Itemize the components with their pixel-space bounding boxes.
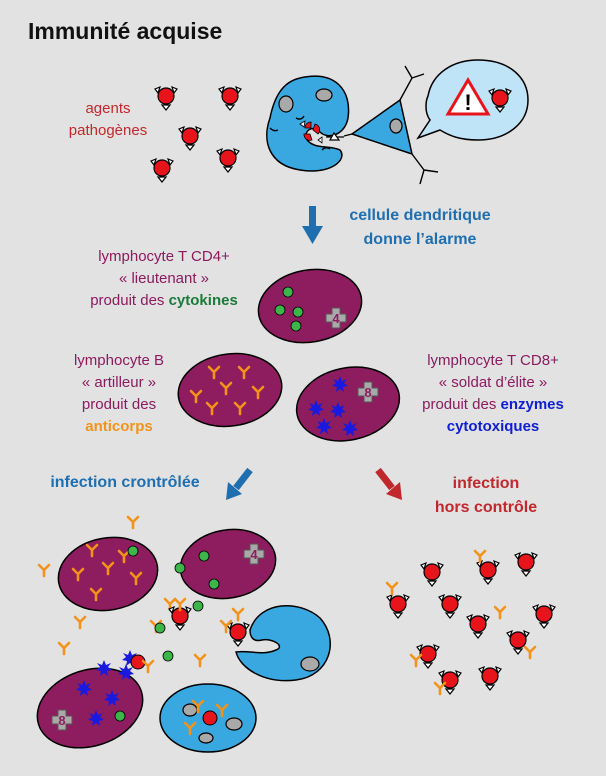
arrow-uncontrolled-icon bbox=[375, 467, 402, 500]
dendritic-cell-icon bbox=[343, 65, 439, 185]
pathogen-icon bbox=[478, 666, 502, 691]
cd8-lymphocyte-icon: 8 bbox=[295, 366, 401, 442]
cytokines-label: cytokines bbox=[168, 292, 238, 309]
pathogens-line1: agents bbox=[85, 100, 131, 117]
cytotoxiques-label: cytotoxiques bbox=[446, 418, 540, 435]
bcell-line1: lymphocyte B bbox=[73, 352, 165, 369]
pathogen-icon bbox=[532, 604, 556, 629]
pathogen-icon bbox=[150, 158, 174, 183]
cd4-label: lymphocyte T CD4+ « lieutenant » produit… bbox=[66, 246, 262, 312]
pathogen-icon bbox=[386, 594, 410, 619]
dendritic-label: cellule dendritique donne l’alarme bbox=[330, 204, 510, 252]
pathogen-icon bbox=[506, 630, 530, 655]
cd4-line2: « lieutenant » bbox=[118, 270, 210, 287]
cd4-lymphocyte-icon: 4 bbox=[257, 268, 363, 344]
b-lymphocyte-icon bbox=[177, 352, 283, 428]
arrow-down-icon bbox=[302, 206, 323, 244]
cd4-badge: 4 bbox=[332, 311, 340, 326]
svg-text:4: 4 bbox=[250, 547, 258, 562]
uncontrolled-infection-scene bbox=[385, 549, 556, 696]
dendritic-line1: cellule dendritique bbox=[349, 207, 491, 224]
bcell-label: lymphocyte B « artilleur » produit des a… bbox=[54, 350, 184, 438]
pathogens-label: agents pathogènes bbox=[60, 98, 156, 142]
pathogen-icon bbox=[154, 86, 178, 111]
pathogen-icon bbox=[466, 614, 490, 639]
page-title: Immunité acquise bbox=[28, 18, 223, 44]
pathogen-group bbox=[150, 86, 242, 183]
alarm-bubble: ! bbox=[416, 59, 529, 141]
warning-symbol: ! bbox=[464, 90, 471, 115]
anticorps-label: anticorps bbox=[85, 418, 153, 435]
uncontrolled-line2: hors contrôle bbox=[434, 499, 538, 516]
dendritic-line2: donne l’alarme bbox=[363, 231, 477, 248]
pathogens-line2: pathogènes bbox=[68, 122, 148, 139]
pathogen-icon bbox=[476, 560, 500, 585]
uncontrolled-line1: infection bbox=[452, 475, 520, 492]
enzymes-label: enzymes bbox=[500, 396, 564, 413]
controlled-label: infection crontrôlée bbox=[50, 474, 200, 491]
bcell-line2: « artilleur » bbox=[81, 374, 157, 391]
cd8-label: lymphocyte T CD8+ « soldat d’élite » pro… bbox=[398, 350, 588, 438]
arrow-controlled-icon bbox=[226, 467, 253, 500]
svg-text:8: 8 bbox=[58, 713, 65, 728]
pathogen-icon bbox=[438, 594, 462, 619]
cd8-line2: « soldat d’élite » bbox=[438, 374, 548, 391]
uncontrolled-label: infection hors contrôle bbox=[418, 472, 554, 520]
bcell-line3: produit des bbox=[81, 396, 157, 413]
cd8-badge: 8 bbox=[364, 385, 371, 400]
controlled-infection-scene: 4 8 bbox=[36, 515, 331, 753]
pathogen-icon bbox=[216, 148, 240, 173]
cd4-line1: lymphocyte T CD4+ bbox=[98, 248, 230, 265]
pathogen-icon bbox=[178, 126, 202, 151]
pathogen-icon bbox=[514, 552, 538, 577]
pathogen-icon bbox=[218, 86, 242, 111]
cd8-line1: lymphocyte T CD8+ bbox=[427, 352, 559, 369]
pathogen-icon bbox=[226, 622, 250, 647]
cd4-line3: produit des cytokines bbox=[90, 292, 238, 309]
warning-icon bbox=[445, 77, 491, 116]
pathogen-icon bbox=[420, 562, 444, 587]
macrophage-icon bbox=[266, 75, 350, 172]
pathogen-icon bbox=[438, 670, 462, 695]
cd8-line3: produit des enzymes bbox=[422, 396, 564, 413]
